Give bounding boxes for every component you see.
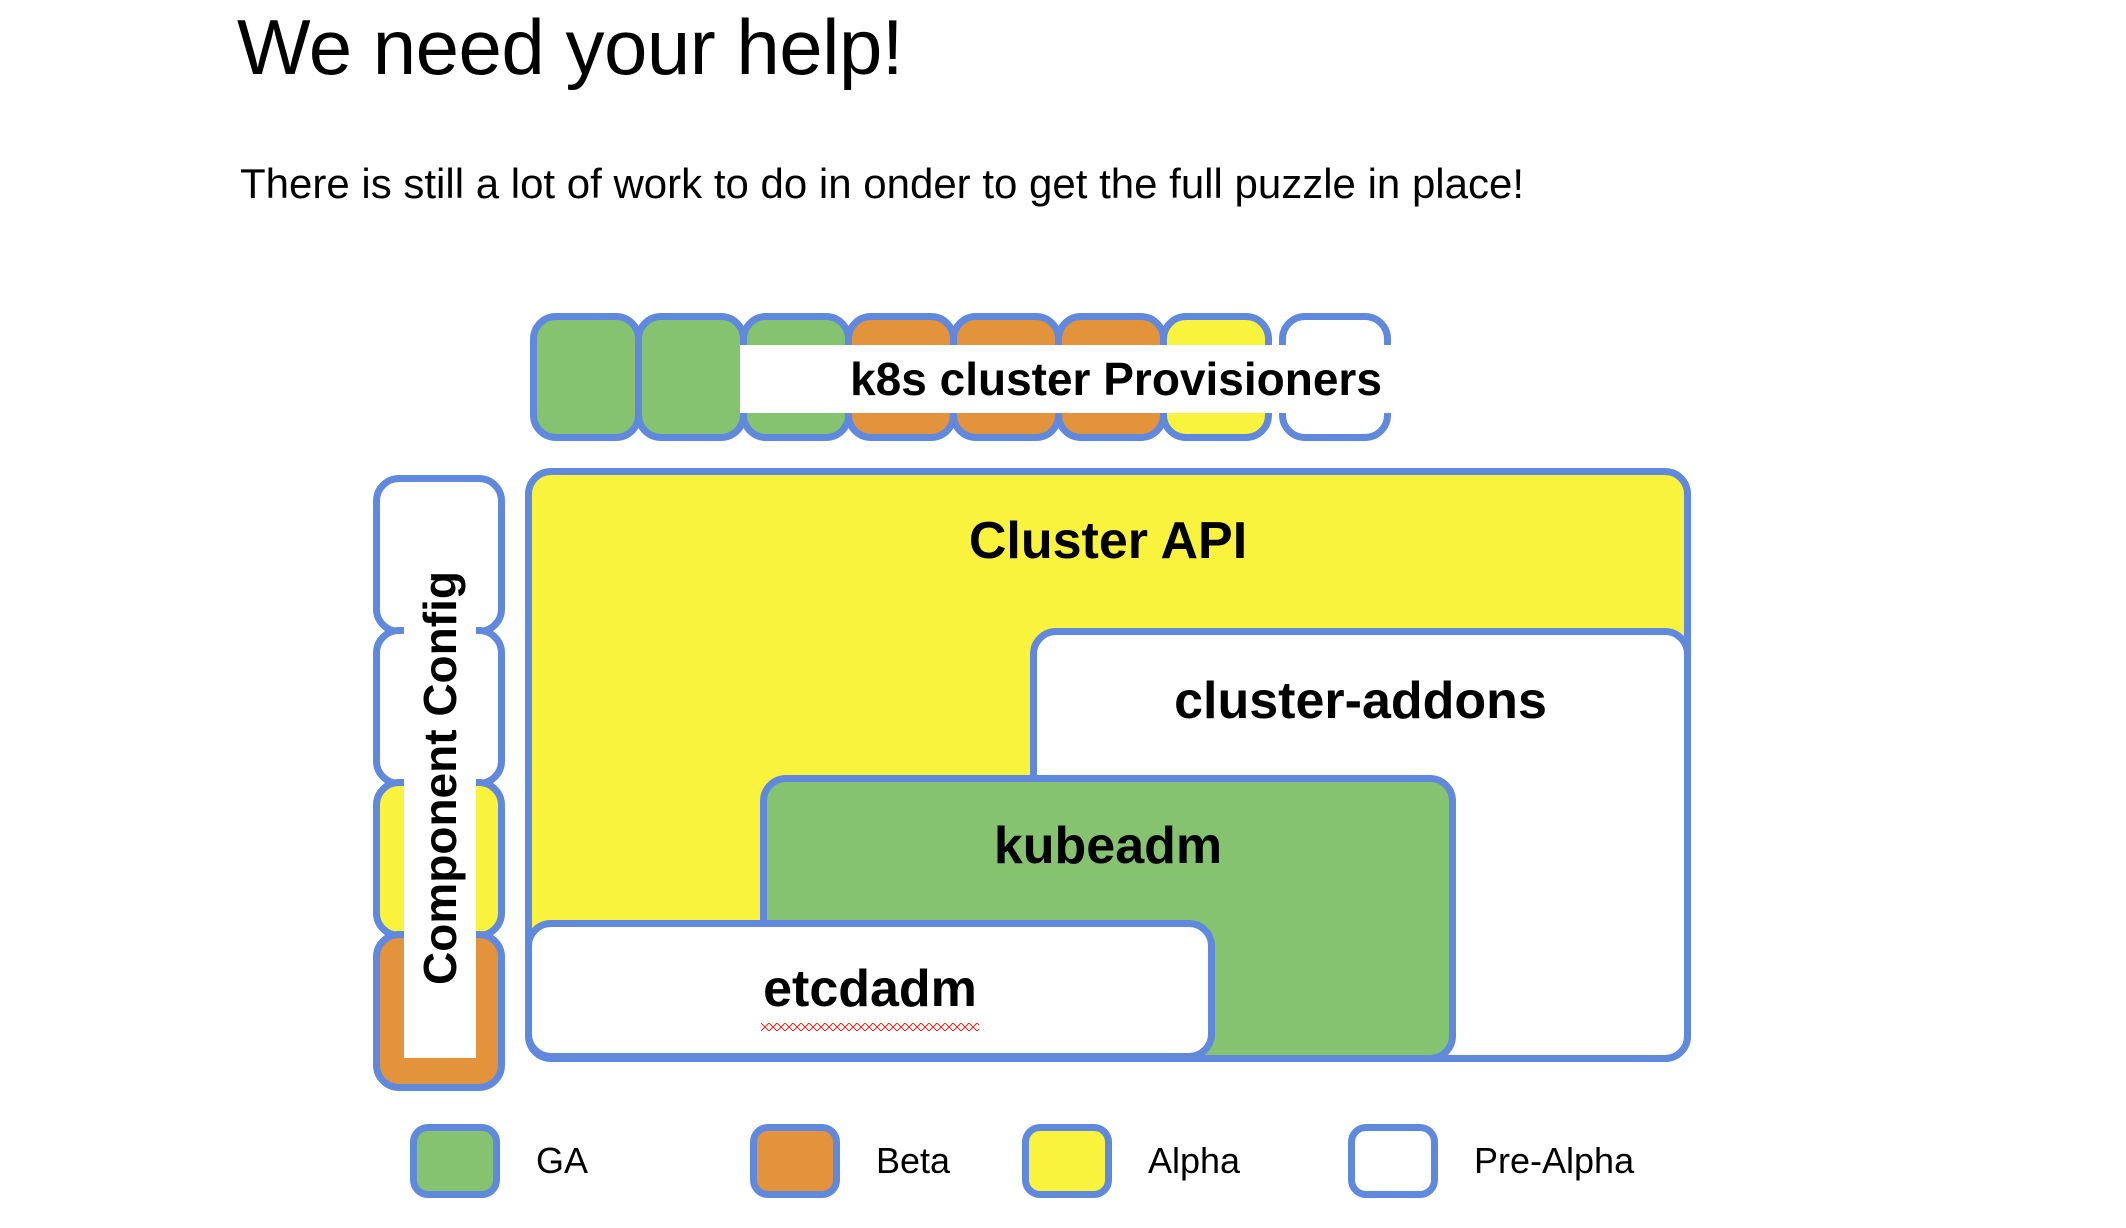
provisioner-row-label: k8s cluster Provisioners [740,345,1492,413]
provisioner-pill-2[interactable] [635,313,747,441]
legend-label-pre-alpha: Pre-Alpha [1474,1140,1635,1181]
legend: GA Beta Alpha Pre-Alpha [0,1124,2126,1214]
legend-item-pre-alpha: Pre-Alpha [1348,1124,1634,1198]
page-subtitle: There is still a lot of work to do in on… [240,160,1525,207]
component-config-label-text: Component Config [414,571,467,985]
legend-item-ga: GA [410,1124,588,1198]
node-cluster-api-label: Cluster API [968,512,1248,570]
legend-item-alpha: Alpha [1022,1124,1240,1198]
spellcheck-underline-icon [761,1023,979,1033]
node-etcdadm[interactable]: etcdadm [525,920,1215,1060]
legend-swatch-ga [410,1124,500,1198]
legend-label-ga: GA [536,1140,589,1181]
node-kubeadm-label: kubeadm [993,817,1223,875]
node-cluster-addons-label: cluster-addons [1174,672,1547,730]
page-title: We need your help! [237,3,904,91]
legend-swatch-beta [750,1124,840,1198]
legend-label-alpha: Alpha [1148,1140,1241,1181]
component-config-label: Component Config [404,498,476,1058]
node-etcdadm-label: etcdadm [763,960,977,1018]
legend-swatch-alpha [1022,1124,1112,1198]
legend-label-beta: Beta [876,1140,951,1181]
provisioner-pill-1[interactable] [530,313,642,441]
legend-swatch-pre-alpha [1348,1124,1438,1198]
legend-item-beta: Beta [750,1124,950,1198]
